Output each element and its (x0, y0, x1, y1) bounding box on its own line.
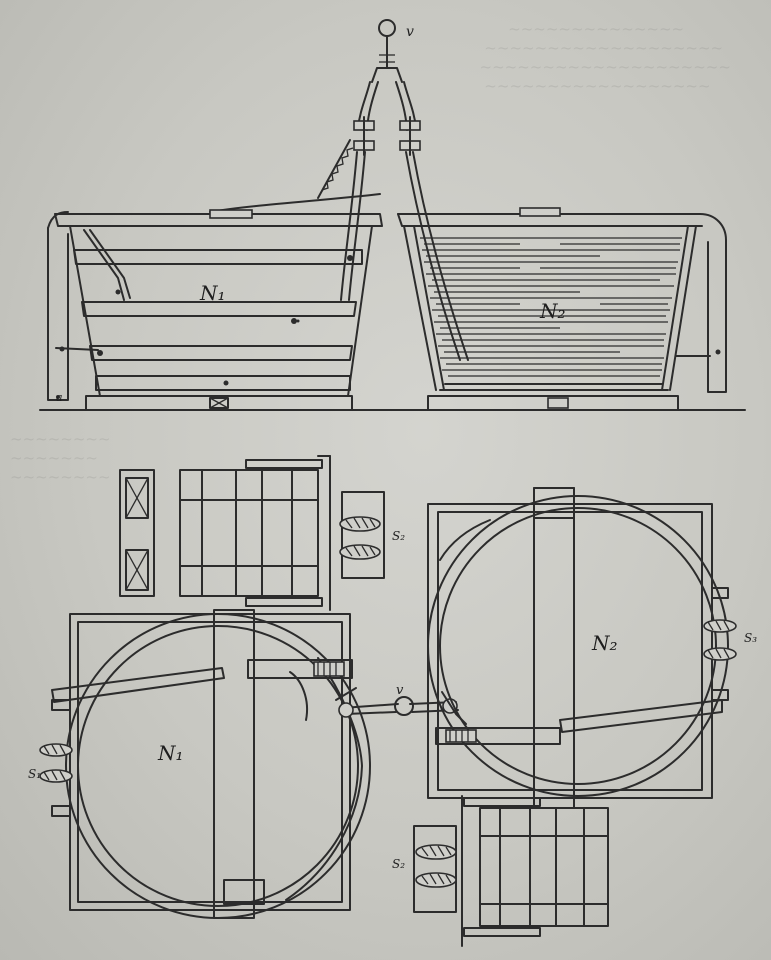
hanger-label: v (406, 24, 414, 40)
pivot-label: v (396, 683, 404, 698)
slatted-stand-bottom (461, 795, 609, 947)
crate-rack-left (119, 469, 155, 597)
stand-left-label: S₁ (28, 767, 41, 781)
tub1-side-label: N₁ (199, 281, 226, 305)
bracket-s2-top (339, 491, 385, 579)
bleed-through-text-left: ~~~~~~~~ ~~~~~~~ ~~~~~~~~ (10, 430, 111, 486)
hanger-assembly (317, 19, 469, 361)
slatted-stand-top (179, 455, 331, 611)
stand-bottom-label: S₂ (392, 857, 405, 871)
tub1-plan-label: N₁ (157, 741, 184, 765)
tub2-plan-label: N₂ (591, 631, 618, 655)
tub1-plan (39, 609, 371, 919)
tub2-side-label: N₂ (539, 299, 566, 323)
tub2-plan (427, 487, 737, 809)
stand-top-label: S₂ (392, 529, 405, 543)
water-fill (420, 237, 682, 377)
side-elevation: v (39, 19, 746, 411)
stand-right-label: S₃ (744, 631, 757, 645)
tub1-side (47, 193, 383, 411)
tub2-side (397, 207, 727, 411)
plan-view: S₂ N₁ (28, 455, 757, 947)
bleed-through-text: ~~~~~~~~~~~~~~ ~~~~~~~~~~~~~~~~~~~ ~~~~~… (479, 20, 731, 95)
ground-label: a (56, 391, 63, 404)
bracket-s2-bottom (413, 825, 457, 913)
pivot-linkage (335, 687, 467, 725)
